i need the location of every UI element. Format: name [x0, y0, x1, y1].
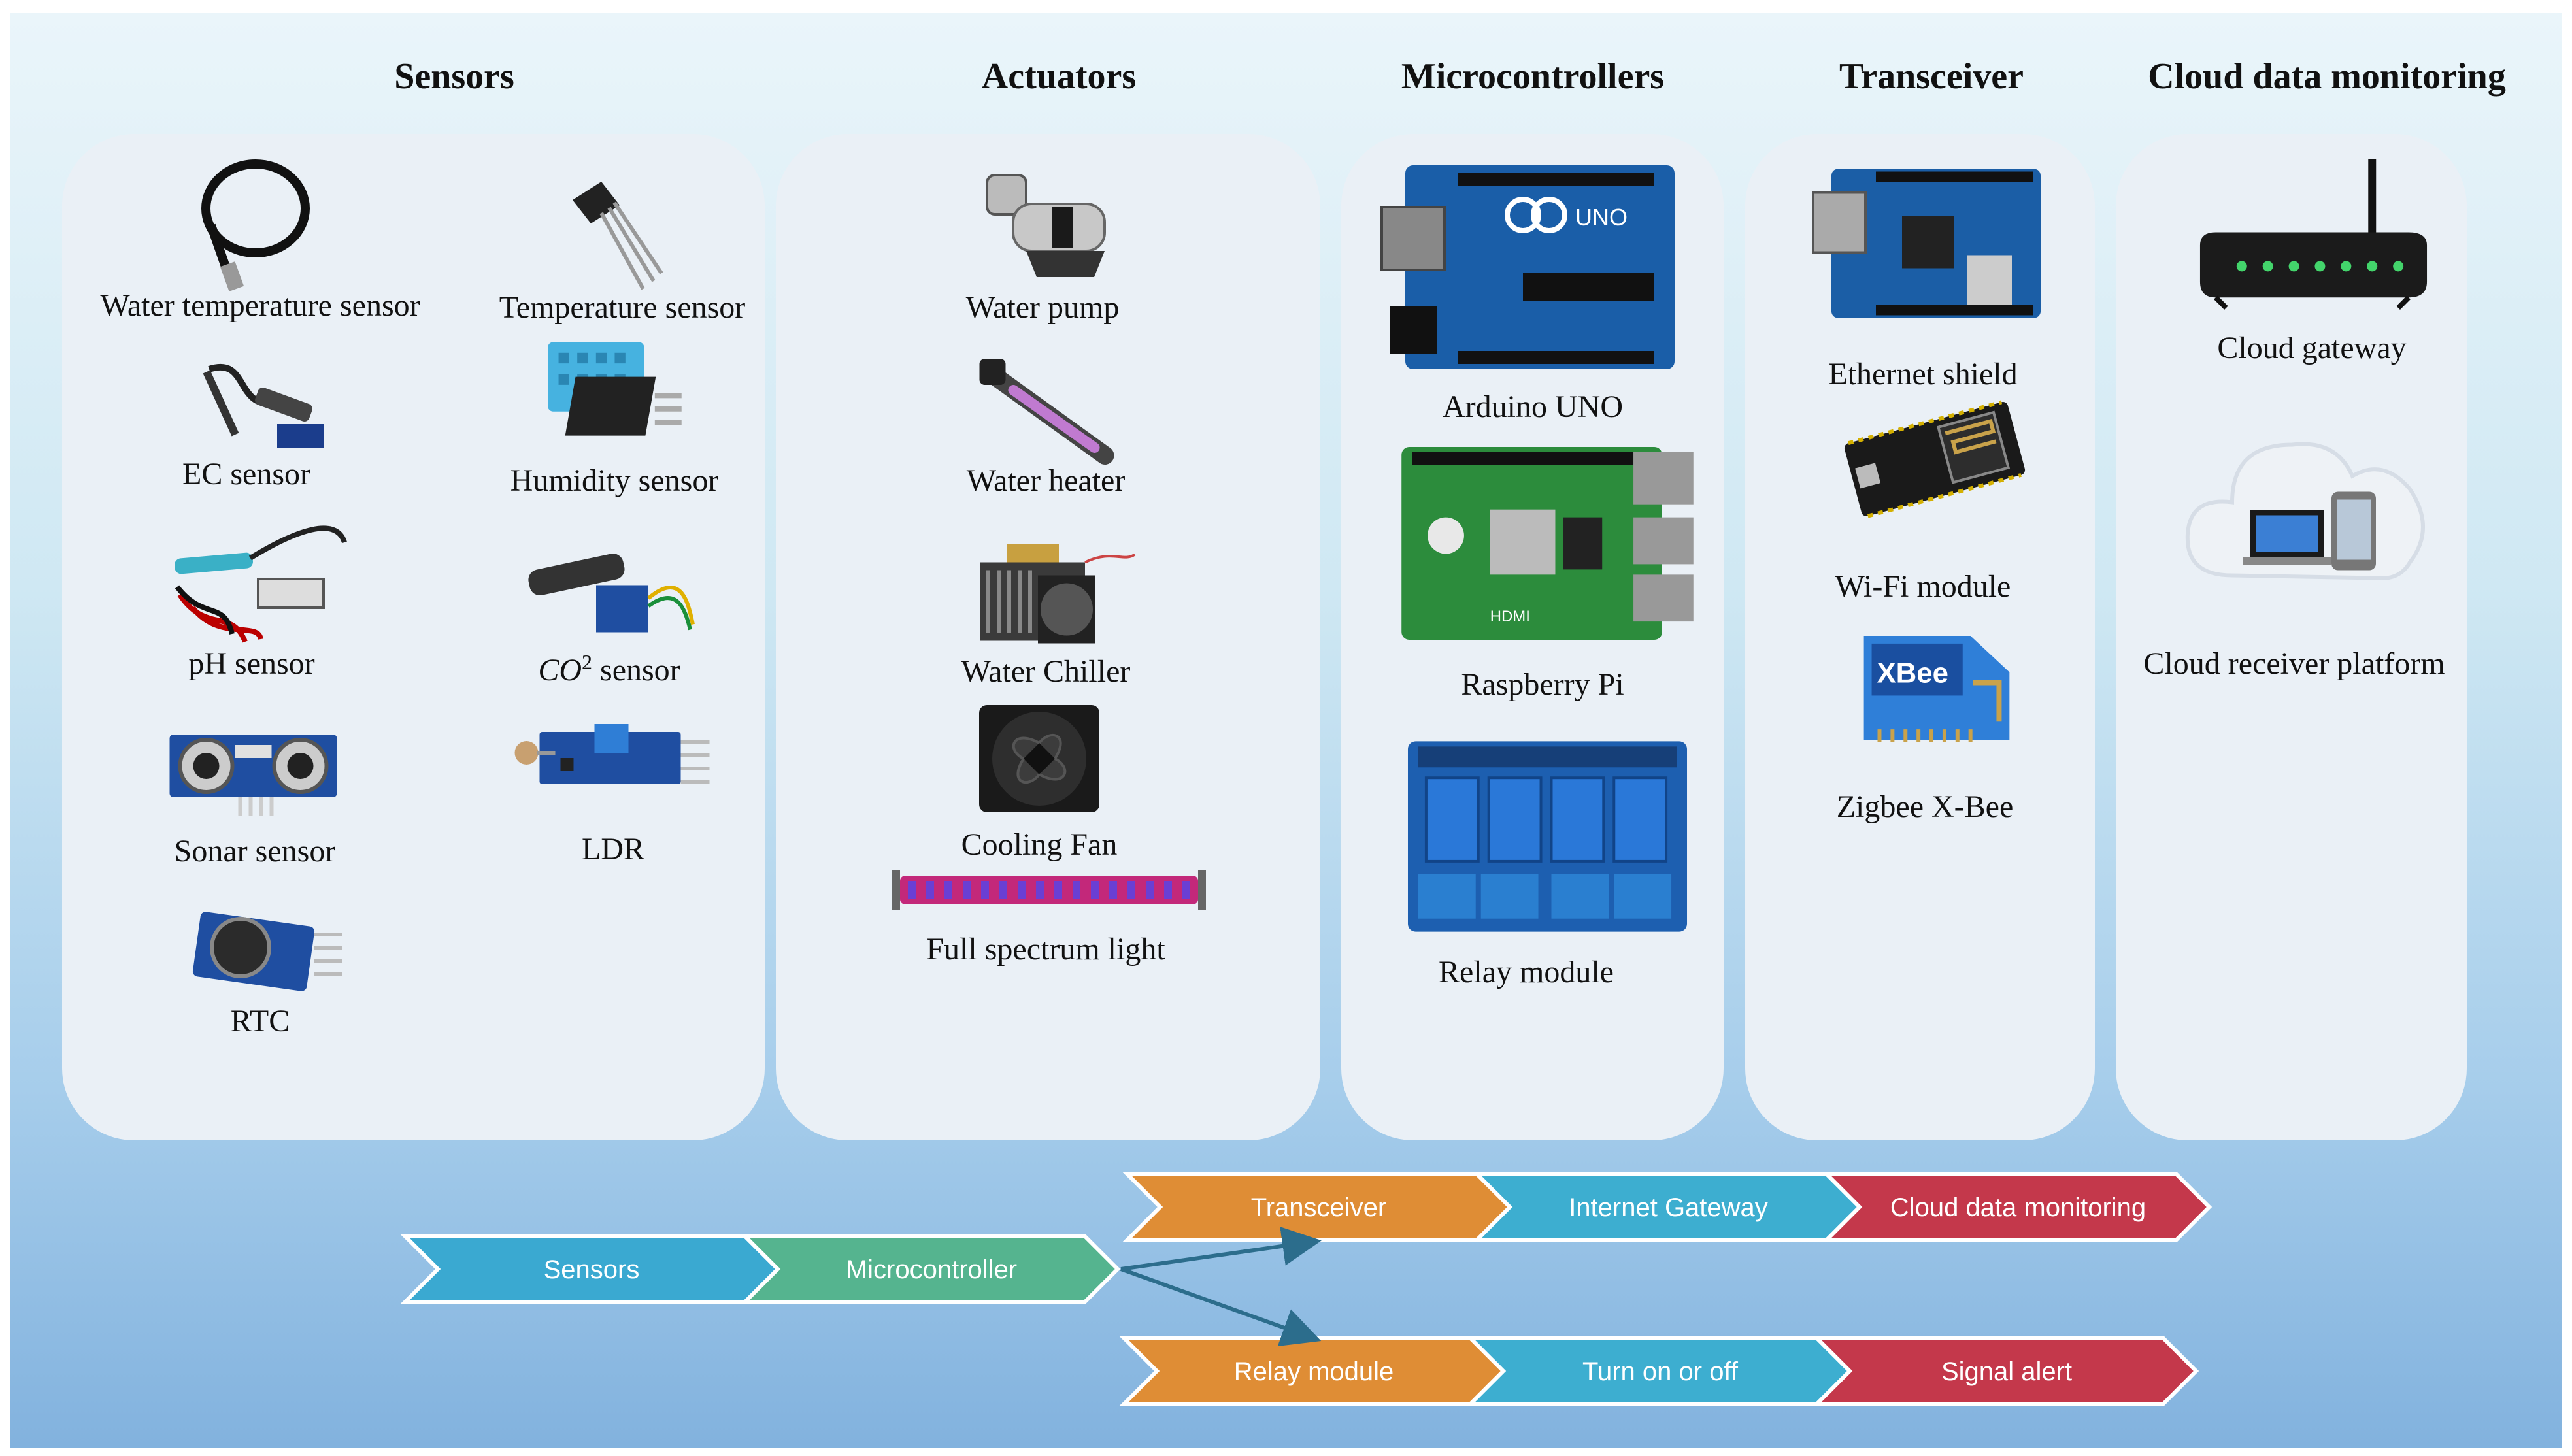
flow-step-label: Transceiver [1251, 1193, 1386, 1222]
relay-module-icon [1405, 738, 1690, 935]
sensor-label: Sonar sensor [174, 834, 336, 869]
cloud-label: Cloud gateway [2217, 331, 2407, 365]
ph-probe-icon [167, 516, 350, 647]
sensors-panel [62, 134, 765, 1140]
wifi-module-icon [1837, 395, 2033, 523]
transceiver-label: Wi-Fi module [1835, 569, 2011, 604]
xbee-module-icon: XBee [1853, 631, 2016, 745]
actuator-label: Water Chiller [961, 654, 1131, 689]
router-icon [2190, 154, 2435, 314]
ec-probe-icon [196, 356, 333, 454]
svg-text:UNO: UNO [1575, 204, 1628, 231]
sensor-label: LDR [582, 832, 644, 867]
flow-step-top [1822, 1172, 2213, 1242]
water-pump-icon [974, 170, 1118, 281]
ethernet-shield-icon [1811, 163, 2046, 323]
rtc-module-icon [183, 908, 346, 993]
transceiver-label: Zigbee X-Bee [1836, 789, 2014, 824]
sensor-label: EC sensor [182, 457, 310, 491]
humidity-module-icon [543, 337, 690, 441]
header-actuators: Actuators [981, 56, 1137, 97]
actuator-label: Water pump [965, 290, 1120, 325]
arduino-board-icon: UNO [1379, 160, 1680, 376]
micro-label: Raspberry Pi [1461, 667, 1624, 702]
header-microcontrollers: Microcontrollers [1401, 56, 1665, 97]
flow-step-label: Signal alert [1941, 1357, 2072, 1386]
sonar-module-icon [167, 732, 340, 817]
raspberry-pi-icon: HDMI [1399, 444, 1696, 644]
header-cloud: Cloud data monitoring [2148, 56, 2506, 97]
co2-module-icon [523, 546, 699, 640]
transceiver-label: Ethernet shield [1828, 357, 2018, 391]
cloud-devices-icon [2180, 418, 2435, 618]
water-heater-icon [974, 356, 1121, 467]
sensor-label-co2: CO2 sensor [538, 650, 680, 687]
header-transceiver: Transceiver [1839, 56, 2024, 97]
sensor-label: Humidity sensor [510, 463, 719, 498]
micro-label: Relay module [1439, 955, 1614, 989]
flow-step-label: Cloud data monitoring [1890, 1193, 2146, 1222]
flow-step-label: Internet Gateway [1569, 1193, 1768, 1222]
flow-step-label: Sensors [544, 1255, 640, 1284]
actuator-label: Water heater [966, 463, 1126, 498]
cloud-label: Cloud receiver platform [2143, 646, 2445, 681]
actuator-label: Full spectrum light [926, 932, 1165, 967]
svg-text:XBee: XBee [1877, 657, 1948, 689]
arrow-to-transceiver [1120, 1227, 1322, 1271]
svg-text:HDMI: HDMI [1490, 608, 1530, 625]
water-temperature-probe-icon [193, 154, 324, 291]
sensor-label: RTC [230, 1004, 290, 1038]
flow-step-start [740, 1234, 1121, 1304]
water-chiller-icon [967, 536, 1137, 657]
actuator-label: Cooling Fan [961, 827, 1118, 862]
arrow-to-relay [1120, 1267, 1322, 1347]
grow-light-icon [892, 863, 1206, 915]
micro-label: Arduino UNO [1443, 389, 1623, 424]
temperature-transistor-icon [562, 176, 667, 294]
cooling-fan-icon [974, 703, 1105, 814]
flow-step-label: Turn on or off [1582, 1357, 1739, 1386]
ldr-module-icon [513, 719, 712, 797]
header-sensors: Sensors [394, 56, 514, 97]
sensor-label: Temperature sensor [499, 290, 746, 325]
cloud-panel [2116, 134, 2467, 1140]
flow-step-bottom [1812, 1336, 2199, 1406]
sensor-label: pH sensor [188, 646, 315, 681]
flow-step-label: Relay module [1234, 1357, 1394, 1386]
flow-step-label: Microcontroller [846, 1255, 1017, 1284]
sensor-label: Water temperature sensor [100, 288, 420, 323]
